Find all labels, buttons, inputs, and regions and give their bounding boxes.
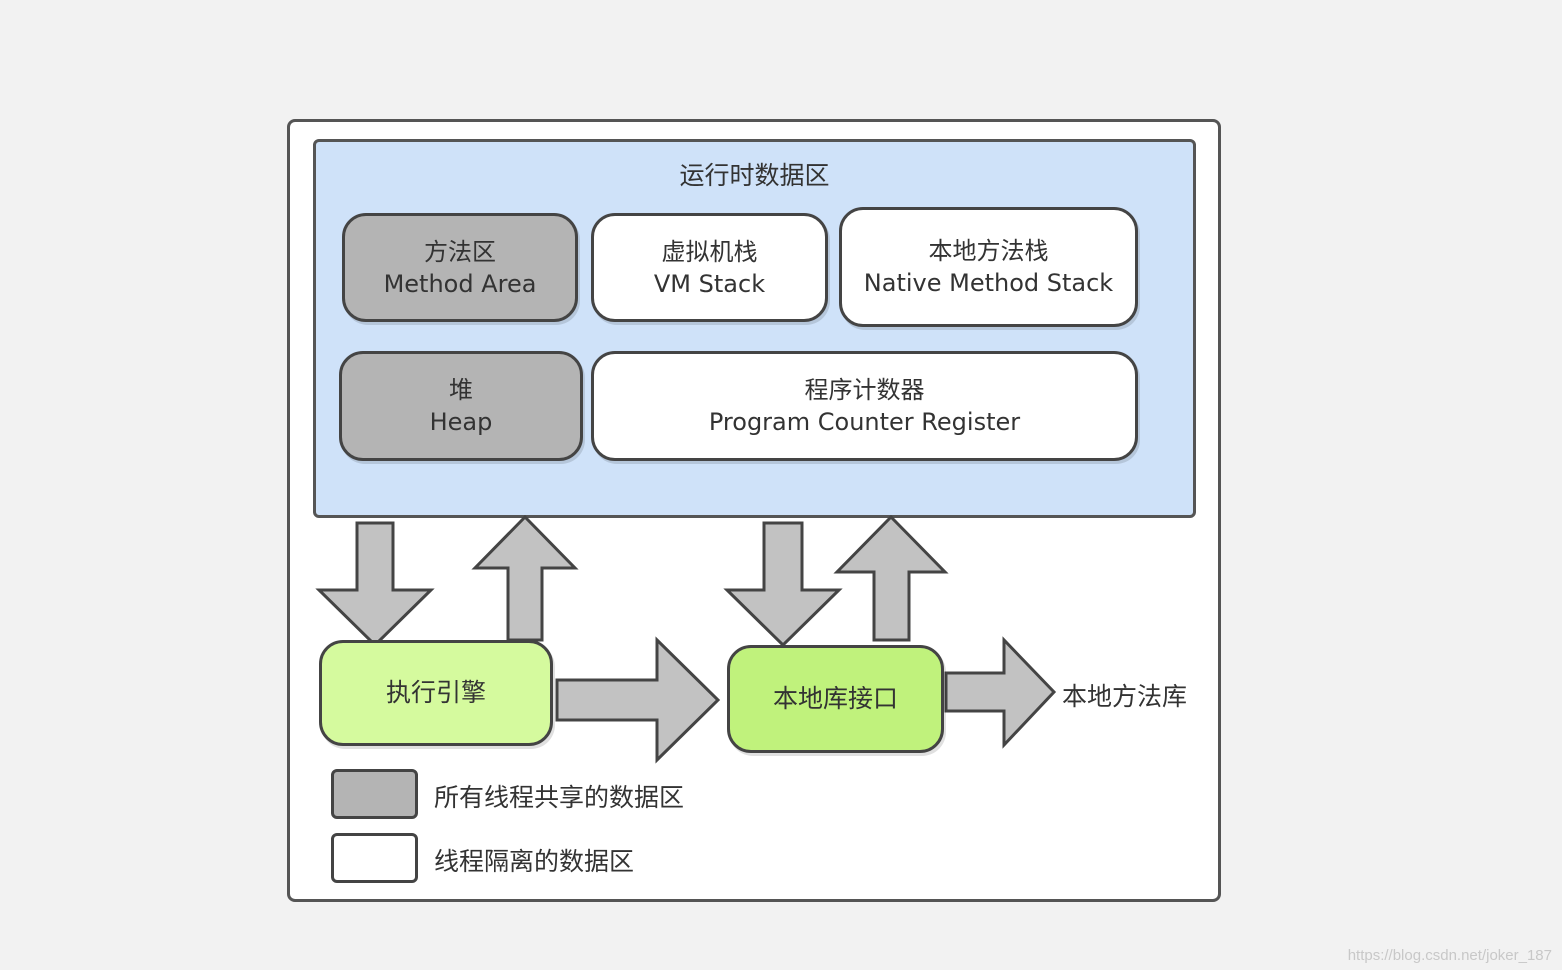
execution-engine-box: 执行引擎: [319, 640, 553, 746]
legend-shared-swatch: [331, 769, 418, 819]
up-arrow-interface-to-runtime: [833, 514, 949, 642]
legend-shared-label: 所有线程共享的数据区: [434, 783, 685, 812]
method-area-box: 方法区 Method Area: [342, 213, 578, 322]
watermark: https://blog.csdn.net/joker_187: [1347, 947, 1552, 964]
heap-box: 堆 Heap: [339, 351, 583, 461]
native-method-stack-label-en: Native Method Stack: [863, 269, 1114, 297]
execution-engine-label: 执行引擎: [385, 678, 486, 707]
down-arrow-runtime-to-engine: [315, 521, 435, 648]
native-interface-label: 本地库接口: [772, 684, 898, 713]
heap-label-zh: 堆: [449, 376, 473, 404]
down-arrow-runtime-to-interface: [723, 521, 843, 648]
method-area-label-zh: 方法区: [424, 237, 496, 266]
native-method-stack-label-zh: 本地方法栈: [928, 237, 1049, 265]
vm-stack-label-zh: 虚拟机栈: [661, 237, 758, 266]
up-arrow-engine-to-runtime: [471, 514, 579, 642]
native-library-label: 本地方法库: [1062, 682, 1188, 711]
legend-isolated-swatch: [331, 833, 418, 883]
program-counter-register-box: 程序计数器 Program Counter Register: [591, 351, 1138, 461]
vm-stack-label-en: VM Stack: [653, 269, 766, 298]
method-area-label-en: Method Area: [383, 269, 537, 298]
runtime-data-area-title: 运行时数据区: [679, 161, 830, 190]
right-arrow-engine-to-interface: [555, 636, 721, 764]
pc-register-label-en: Program Counter Register: [708, 408, 1021, 436]
legend-isolated-label: 线程隔离的数据区: [434, 847, 635, 876]
heap-label-en: Heap: [429, 408, 493, 436]
native-interface-box: 本地库接口: [727, 645, 944, 753]
right-arrow-interface-to-library: [944, 636, 1057, 749]
vm-stack-box: 虚拟机栈 VM Stack: [591, 213, 828, 322]
pc-register-label-zh: 程序计数器: [804, 376, 925, 404]
native-method-stack-box: 本地方法栈 Native Method Stack: [839, 207, 1138, 327]
